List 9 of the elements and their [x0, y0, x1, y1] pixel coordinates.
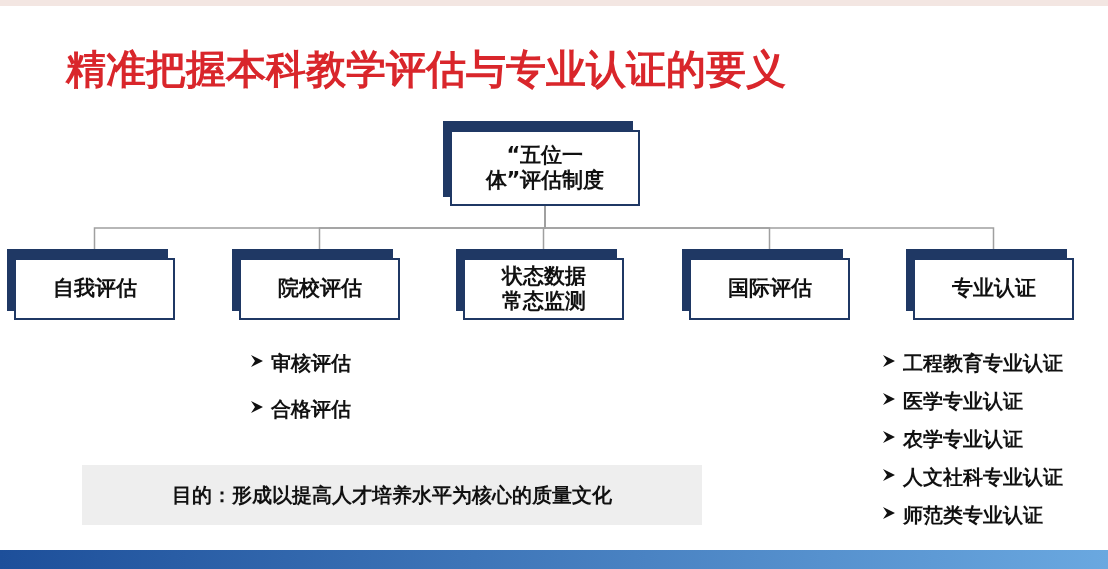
- list-item: 人文社科专业认证: [903, 464, 1063, 491]
- list-item: 医学专业认证: [903, 388, 1023, 415]
- note-band: 目的：形成以提高人才培养水平为核心的质量文化: [82, 465, 702, 525]
- list-item: 工程教育专业认证: [903, 350, 1063, 377]
- list-item: 审核评估: [271, 350, 351, 377]
- list-item: 师范类专业认证: [903, 502, 1043, 529]
- list-item: 合格评估: [271, 396, 351, 423]
- list-item: 农学专业认证: [903, 426, 1023, 453]
- title: 精准把握本科教学评估与专业认证的要义: [66, 45, 786, 94]
